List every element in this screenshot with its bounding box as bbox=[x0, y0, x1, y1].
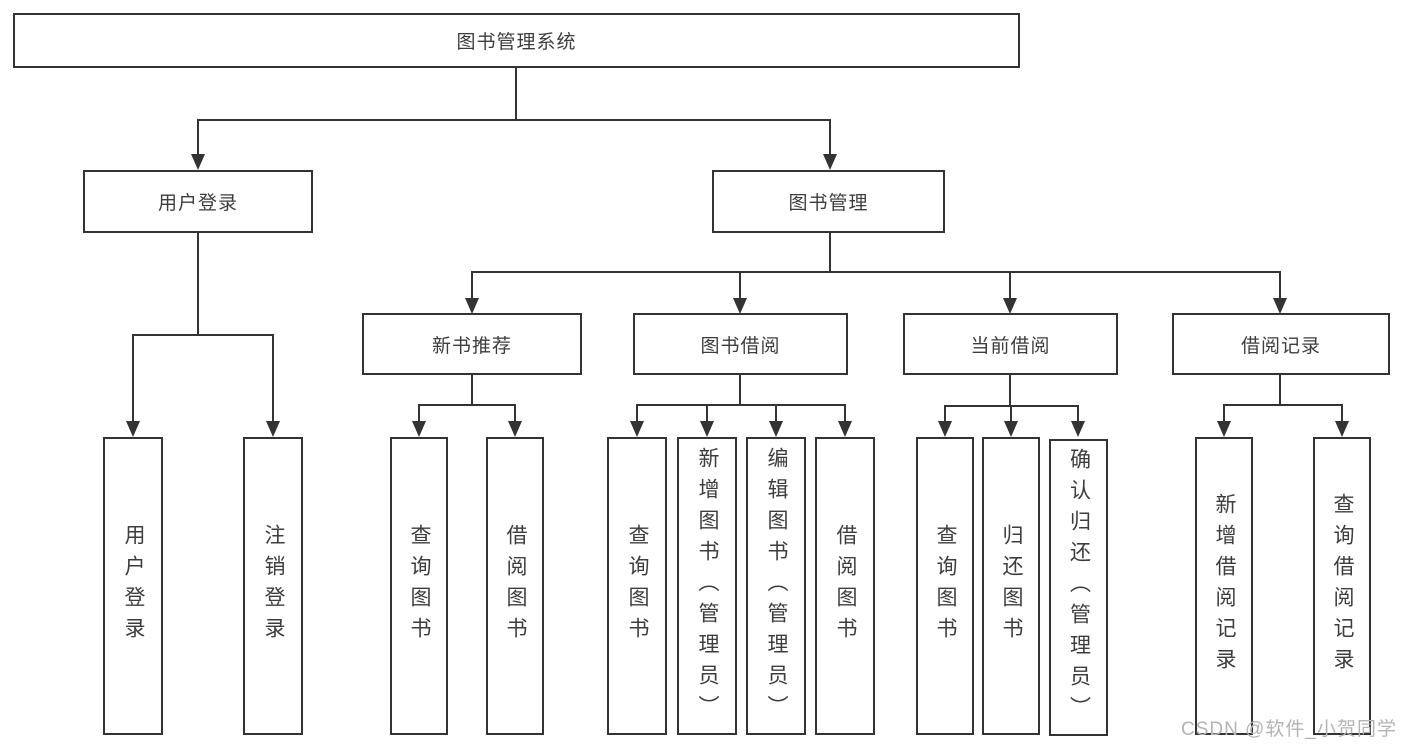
connector-recommend-stub bbox=[471, 375, 473, 406]
node-book-management: 图书管理 bbox=[712, 170, 945, 233]
arrow-down-icon bbox=[630, 421, 644, 437]
connector-records-hline bbox=[1223, 404, 1343, 406]
connector-current-arm bbox=[1077, 405, 1079, 423]
leaf-add-borrow-record: 新增借阅记录 bbox=[1195, 437, 1253, 735]
arrow-down-icon bbox=[1003, 298, 1017, 314]
node-borrowing-records: 借阅记录 bbox=[1172, 313, 1390, 375]
connector-user-login-hline bbox=[132, 334, 274, 336]
arrow-down-icon bbox=[465, 298, 479, 314]
leaf-user-login: 用户登录 bbox=[103, 437, 163, 735]
arrow-down-icon bbox=[938, 421, 952, 437]
arrow-down-icon bbox=[191, 154, 205, 170]
connector-borrowing-arm bbox=[706, 404, 708, 423]
node-current-borrowing: 当前借阅 bbox=[903, 313, 1118, 375]
arrow-down-icon bbox=[733, 298, 747, 314]
connector-current-arm bbox=[1010, 405, 1012, 423]
leaf-return-books: 归还图书 bbox=[982, 437, 1040, 735]
arrow-down-icon bbox=[266, 421, 280, 437]
arrow-down-icon bbox=[838, 421, 852, 437]
node-book-borrowing: 图书借阅 bbox=[633, 313, 848, 375]
leaf-query-books-borrowing: 查询图书 bbox=[607, 437, 667, 735]
leaf-borrow-books: 借阅图书 bbox=[815, 437, 875, 735]
leaf-add-book-admin: 新增图书（管理员） bbox=[677, 437, 737, 735]
connector-current-arm bbox=[944, 405, 946, 423]
leaf-confirm-return-admin: 确认归还（管理员） bbox=[1049, 439, 1108, 736]
connector-borrowing-arm bbox=[775, 404, 777, 423]
node-new-book-recommend: 新书推荐 bbox=[362, 313, 582, 375]
connector-borrowing-stub bbox=[739, 375, 741, 406]
connector-current-stub bbox=[1009, 375, 1011, 407]
connector-book-mgmt-arm bbox=[739, 271, 741, 300]
csdn-watermark: CSDN @软件_小贺同学 bbox=[1181, 719, 1397, 740]
connector-recommend-arm bbox=[514, 404, 516, 423]
connector-recommend-arm bbox=[418, 404, 420, 423]
arrow-down-icon bbox=[508, 421, 522, 437]
leaf-query-books-recommend: 查询图书 bbox=[390, 437, 448, 735]
leaf-logout: 注销登录 bbox=[243, 437, 303, 735]
connector-root-arm-left bbox=[197, 119, 199, 157]
arrow-down-icon bbox=[700, 421, 714, 437]
connector-book-mgmt-arm bbox=[1279, 271, 1281, 300]
leaf-edit-book-admin: 编辑图书（管理员） bbox=[746, 437, 806, 735]
connector-root-stub bbox=[515, 68, 517, 121]
connector-user-login-stub bbox=[197, 233, 199, 336]
connector-root-hline bbox=[197, 119, 831, 121]
arrow-down-icon bbox=[126, 421, 140, 437]
connector-records-arm bbox=[1341, 404, 1343, 423]
arrow-down-icon bbox=[823, 154, 837, 170]
connector-borrowing-arm bbox=[636, 404, 638, 423]
connector-recommend-hline bbox=[418, 404, 516, 406]
arrow-down-icon bbox=[1217, 421, 1231, 437]
connector-records-stub bbox=[1279, 375, 1281, 406]
arrow-down-icon bbox=[412, 421, 426, 437]
arrow-down-icon bbox=[1004, 421, 1018, 437]
connector-records-arm bbox=[1223, 404, 1225, 423]
connector-borrowing-hline bbox=[636, 404, 846, 406]
connector-book-mgmt-stub bbox=[829, 233, 831, 273]
connector-book-mgmt-hline bbox=[471, 271, 1281, 273]
arrow-down-icon bbox=[1335, 421, 1349, 437]
leaf-query-borrow-record: 查询借阅记录 bbox=[1313, 437, 1371, 735]
leaf-query-books-current: 查询图书 bbox=[916, 437, 974, 735]
connector-user-login-arm bbox=[272, 334, 274, 422]
connector-book-mgmt-arm bbox=[1009, 271, 1011, 300]
connector-root-arm-right bbox=[829, 119, 831, 157]
arrow-down-icon bbox=[1071, 421, 1085, 437]
arrow-down-icon bbox=[769, 421, 783, 437]
node-user-login: 用户登录 bbox=[83, 170, 313, 233]
connector-borrowing-arm bbox=[844, 404, 846, 423]
connector-book-mgmt-arm bbox=[471, 271, 473, 300]
node-library-management-system: 图书管理系统 bbox=[13, 13, 1020, 68]
leaf-borrow-books-recommend: 借阅图书 bbox=[486, 437, 544, 735]
arrow-down-icon bbox=[1273, 298, 1287, 314]
connector-user-login-arm bbox=[132, 334, 134, 422]
